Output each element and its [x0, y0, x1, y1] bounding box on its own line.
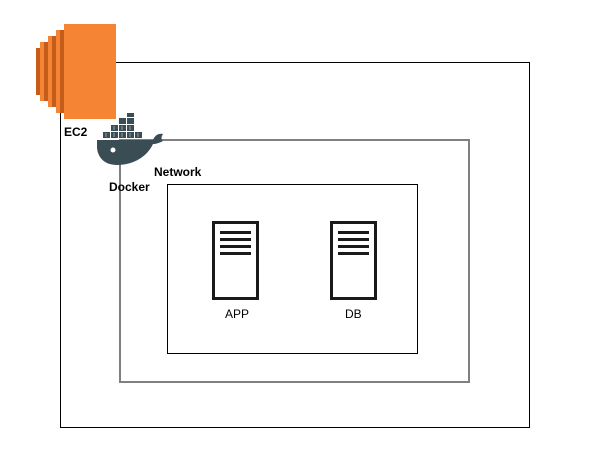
server-icon [330, 221, 377, 300]
db-node-label: DB [345, 307, 362, 321]
ec2-boundary [60, 62, 530, 428]
app-node-label: APP [225, 307, 250, 321]
ec2-label: EC2 [64, 125, 88, 139]
ec2-instance-icon [36, 24, 116, 119]
network-boundary [167, 184, 418, 354]
docker-boundary [119, 139, 470, 383]
network-label: Network [154, 165, 202, 179]
docker-label: Docker [109, 180, 150, 194]
docker-whale-icon [97, 113, 163, 165]
server-icon [212, 221, 259, 300]
